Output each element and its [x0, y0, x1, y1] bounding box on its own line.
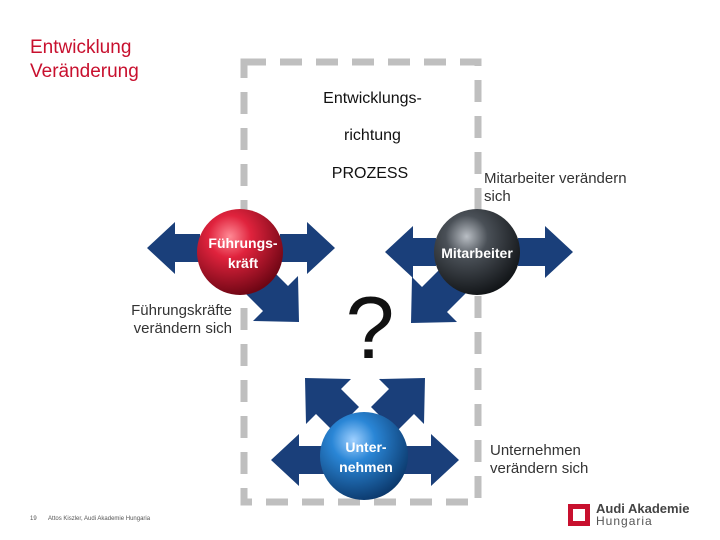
note-fk-line1: Führungskräfte — [131, 302, 232, 319]
fk-arrow-right — [280, 222, 335, 274]
logo-line1: Audi Akademie — [596, 501, 690, 516]
sphere-ma-line1: Mitarbeiter — [441, 245, 513, 261]
sphere-fk-line2: kräft — [228, 255, 259, 271]
ma-arrow-right — [518, 226, 573, 278]
un-arrow-left — [271, 434, 324, 486]
sphere-fk-line1: Führungs- — [208, 235, 278, 251]
sphere-fuehrungskraefte: Führungs- kräft — [197, 209, 283, 295]
page-number: 19 — [30, 516, 37, 522]
title-line-2: Veränderung — [30, 61, 139, 82]
note-un-line2: verändern sich — [490, 460, 589, 477]
title-line-1: Entwicklung — [30, 37, 132, 58]
footer-text: Attos Kiszler, Audi Akademie Hungaria — [48, 516, 151, 522]
note-ma-line2: sich — [484, 188, 511, 205]
un-arrow-right — [404, 434, 459, 486]
note-fk-line2: verändern sich — [133, 320, 232, 337]
note-un-line1: Unternehmen — [490, 442, 581, 459]
question-mark: ? — [345, 278, 395, 377]
logo-line2: Hungaria — [596, 514, 653, 528]
note-ma-line1: Mitarbeiter verändern — [484, 170, 627, 187]
note-unternehmen: Unternehmen verändern sich — [490, 442, 588, 478]
fk-arrow-left — [147, 222, 200, 274]
ma-arrow-left — [385, 226, 436, 278]
sphere-unternehmen: Unter- nehmen — [320, 412, 408, 500]
sphere-un-line1: Unter- — [345, 439, 387, 455]
slide-title: Entwicklung Veränderung — [30, 36, 139, 84]
audi-logo-icon — [568, 504, 590, 526]
note-fuehrungskraefte: Führungskräfte verändern sich — [80, 302, 232, 338]
note-mitarbeiter: Mitarbeiter verändern sich — [484, 170, 627, 206]
direction-label-line1: Entwicklungs- — [323, 90, 422, 107]
footer: 19 Attos Kiszler, Audi Akademie Hungaria — [30, 516, 160, 522]
direction-label: Entwicklungs- richtung — [285, 80, 460, 154]
sphere-un-line2: nehmen — [339, 459, 393, 475]
process-label: PROZESS — [331, 165, 409, 182]
sphere-mitarbeiter: Mitarbeiter — [434, 209, 520, 295]
direction-label-line2: richtung — [344, 127, 401, 144]
